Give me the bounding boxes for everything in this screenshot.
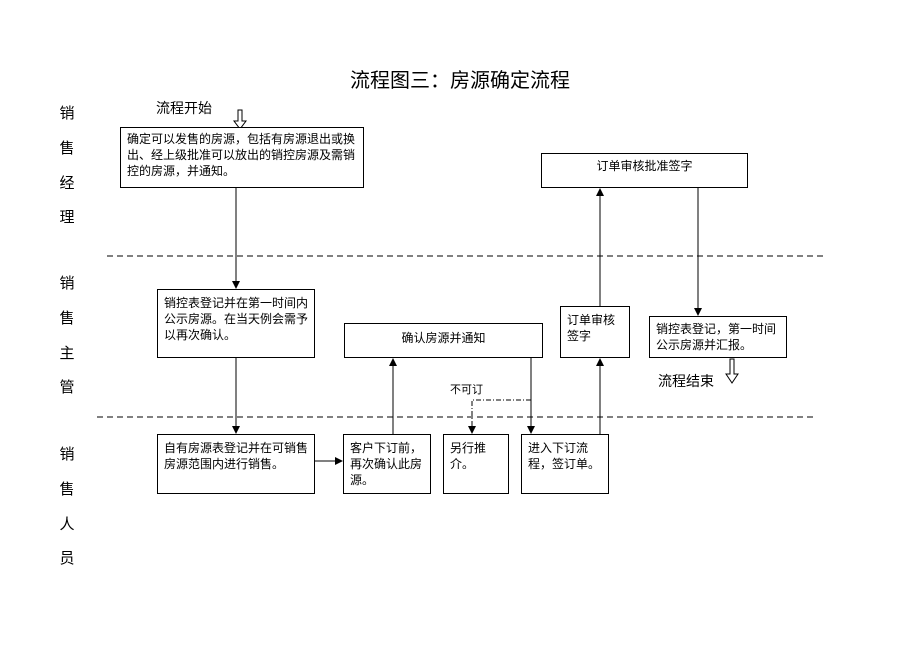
box-sales-control-report: 销控表登记，第一时间公示房源并汇报。 xyxy=(649,316,787,358)
diagram-title: 流程图三：房源确定流程 xyxy=(350,68,570,92)
start-label: 流程开始 xyxy=(156,101,212,117)
box-customer-order: 客户下订前，再次确认此房源。 xyxy=(343,434,431,494)
box-recommend-other: 另行推介。 xyxy=(443,434,509,494)
not-bookable-label: 不可订 xyxy=(450,383,483,396)
box-sales-control-register: 销控表登记并在第一时间内公示房源。在当天例会需予以再次确认。 xyxy=(157,289,315,358)
connector-not-bookable xyxy=(468,399,531,434)
end-label: 流程结束 xyxy=(658,374,714,390)
box-approve-sign: 订单审核批准签字 xyxy=(541,153,748,188)
box-confirm-listing: 确定可以发售的房源，包括有房源退出或换出、经上级批准可以放出的销控房源及需销控的… xyxy=(120,127,364,188)
box-sign-order: 进入下订流程，签订单。 xyxy=(521,434,609,494)
end-arrow-icon xyxy=(725,358,739,384)
start-arrow-icon xyxy=(233,109,247,130)
box-confirm-notify: 确认房源并通知 xyxy=(344,323,543,358)
box-own-listing-sell: 自有房源表登记并在可销售房源范围内进行销售。 xyxy=(157,434,315,494)
box-order-review-sign: 订单审核签字 xyxy=(560,306,630,358)
